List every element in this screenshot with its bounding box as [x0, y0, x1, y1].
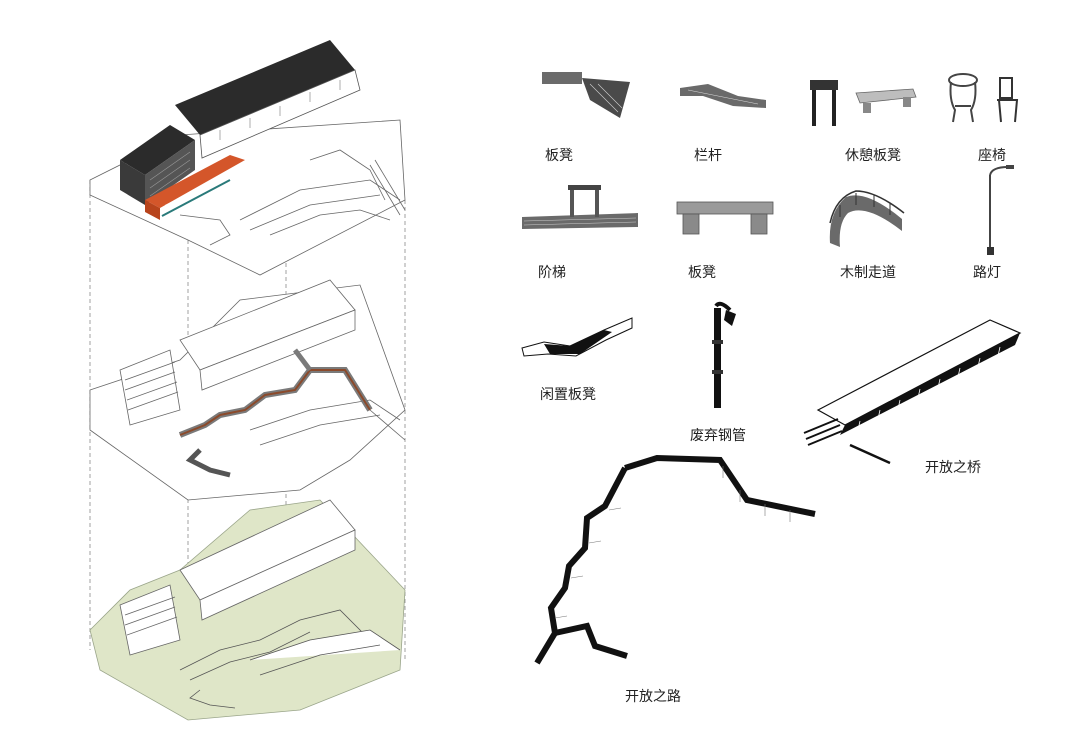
open-bridge-figure	[803, 319, 1022, 465]
railing-figure	[680, 84, 766, 108]
layer-middle	[89, 279, 406, 501]
label-bench: 板凳	[545, 148, 573, 164]
label-streetlamp: 路灯	[973, 265, 1001, 281]
idle-bench-figure	[521, 317, 633, 357]
seat-figure	[948, 73, 1019, 123]
stairs-figure	[522, 185, 638, 229]
boardwalk-figure	[829, 190, 905, 247]
rest-bench-figure	[810, 80, 917, 126]
label-rest-bench: 休憩板凳	[845, 148, 901, 164]
streetlamp-figure	[987, 165, 1014, 255]
layer-bottom	[89, 499, 406, 721]
dark-building-long	[175, 40, 361, 159]
label-steel-pipe: 废弃钢管	[690, 428, 746, 444]
dark-building-small	[120, 125, 195, 205]
steel-pipe-figure	[712, 301, 736, 408]
label-bench2: 板凳	[688, 265, 716, 281]
label-idle-bench: 闲置板凳	[540, 387, 596, 403]
bench2-figure	[676, 201, 774, 235]
exploded-axonometric	[89, 40, 406, 721]
orange-building	[145, 155, 245, 220]
label-open-bridge: 开放之桥	[925, 460, 981, 476]
label-railing: 栏杆	[694, 148, 722, 164]
grey-path	[178, 348, 373, 478]
label-open-path: 开放之路	[625, 689, 681, 705]
label-seat: 座椅	[978, 148, 1006, 164]
label-stairs: 阶梯	[538, 265, 566, 281]
label-boardwalk: 木制走道	[840, 265, 896, 281]
bench-figure	[542, 72, 630, 118]
open-path-figure	[534, 454, 816, 665]
